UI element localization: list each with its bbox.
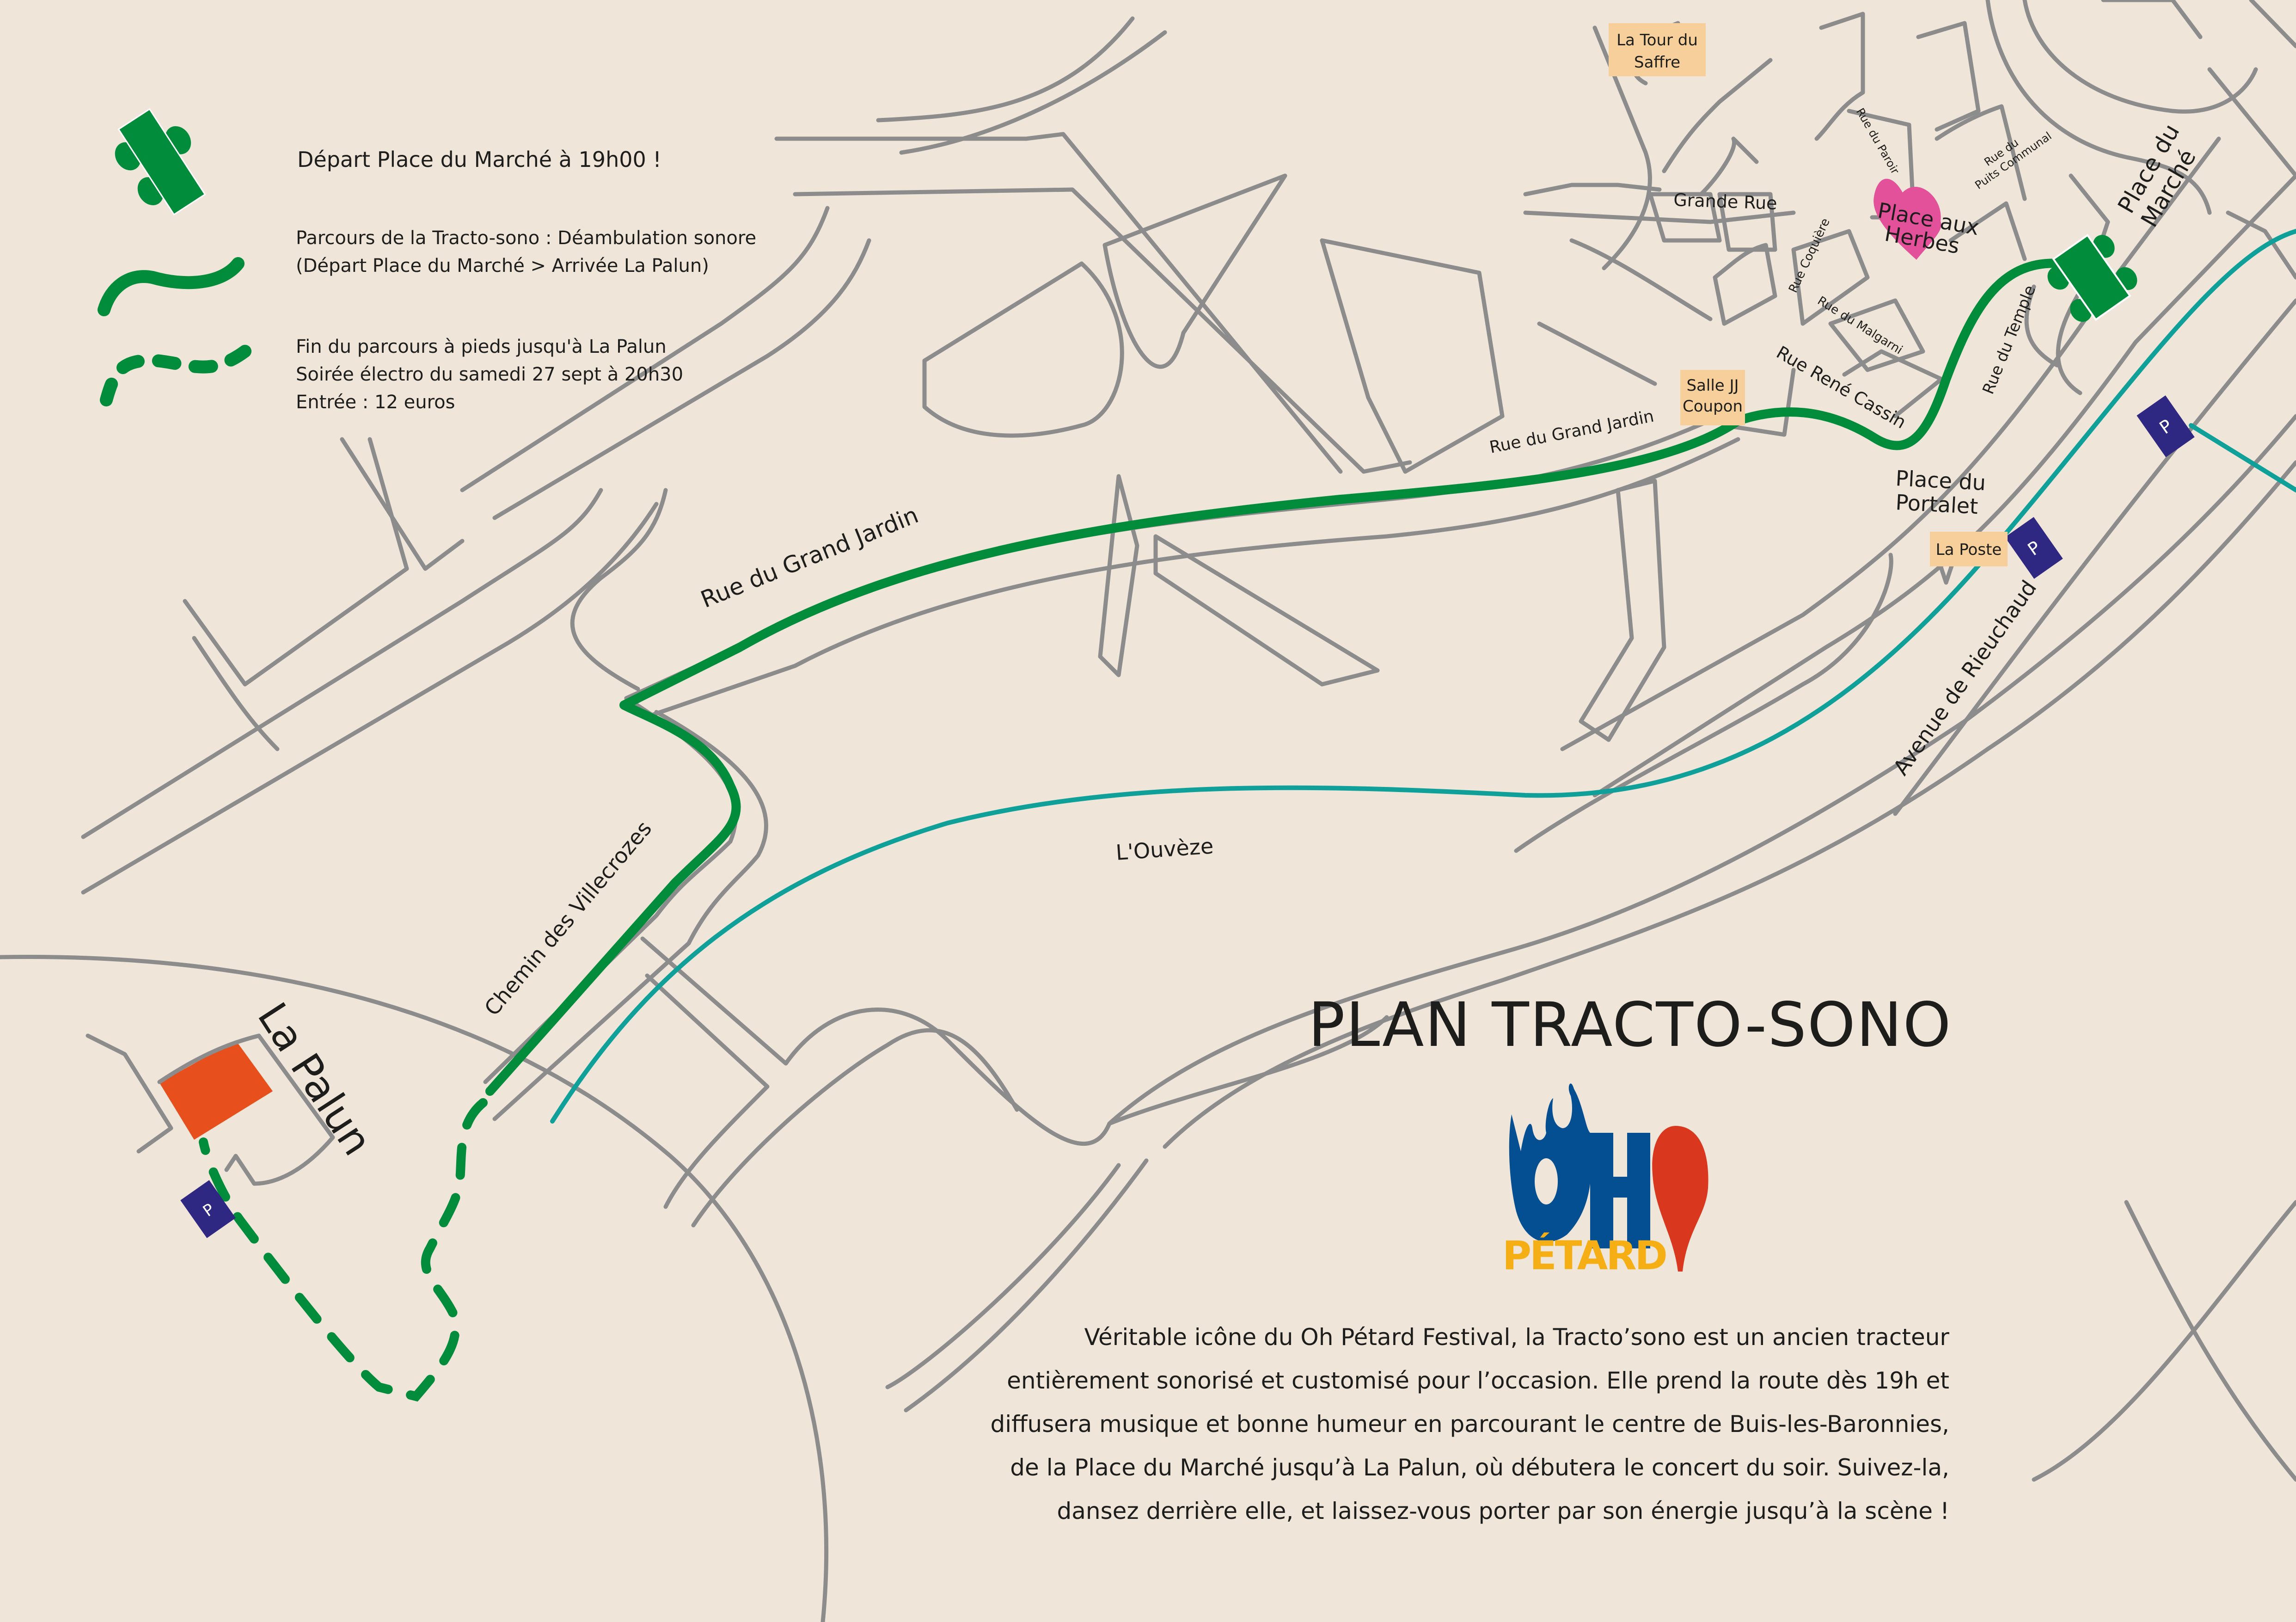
svg-text:Coupon: Coupon [1683, 397, 1743, 416]
legend-walk-line-2: Soirée électro du samedi 27 sept à 20h30 [296, 364, 684, 385]
description-line: diffusera musique et bonne humeur en par… [990, 1411, 1949, 1438]
parking-marker-portalet: P [2005, 517, 2063, 579]
place-label-portalet-2: Portalet [1895, 490, 1978, 519]
legend-start-text: Départ Place du Marché à 19h00 ! [297, 147, 661, 172]
landmark-tour-du-saffre: La Tour du Saffre [1609, 23, 1706, 76]
landmark-la-poste: La Poste [1930, 532, 2008, 566]
landmark-salle-jj-coupon: Salle JJ Coupon [1680, 370, 1745, 425]
exclamation-icon [1652, 1126, 1708, 1272]
street-label-grand-jardin-west: Rue du Grand Jardin [697, 501, 922, 613]
svg-text:La Tour du: La Tour du [1616, 31, 1698, 49]
street-label-villecrozes: Chemin des Villecrozes [479, 816, 656, 1020]
street-label-grande-rue: Grande Rue [1673, 190, 1778, 214]
description-line: de la Place du Marché jusqu’à La Palun, … [1010, 1454, 1949, 1481]
description-line: dansez derrière elle, et laissez-vous po… [1057, 1498, 1949, 1524]
river-label-ouveze: L'Ouvèze [1115, 833, 1214, 865]
svg-text:Salle JJ: Salle JJ [1686, 376, 1739, 395]
dashed-route-line-icon [100, 339, 258, 406]
tracto-sono-route [485, 258, 2066, 1096]
description-line: entièrement sonorisé et customisé pour l… [1007, 1367, 1949, 1394]
tractor-icon [115, 108, 206, 216]
heart-icon [1874, 178, 1941, 260]
legend-route-line-1: Parcours de la Tracto-sono : Déambulatio… [296, 227, 757, 249]
parking-marker-rieuchaud: P [2137, 395, 2195, 457]
legend-route-line-2: (Départ Place du Marché > Arrivée La Pal… [296, 255, 709, 276]
svg-text:La Poste: La Poste [1936, 541, 2002, 559]
page-title: PLAN TRACTO-SONO [1308, 989, 1952, 1061]
logo-petard-text: PÉTARD [1502, 1232, 1666, 1272]
legend-walk-line-1: Fin du parcours à pieds jusqu'à La Palun [296, 336, 667, 357]
svg-text:Saffre: Saffre [1634, 53, 1680, 72]
legend: Départ Place du Marché à 19h00 ! Parcour… [0, 0, 786, 439]
solid-route-line-icon [98, 257, 245, 316]
description-line: Véritable icône du Oh Pétard Festival, l… [1084, 1324, 1949, 1351]
river-ouveze [550, 229, 2296, 1124]
legend-walk-line-3: Entrée : 12 euros [296, 392, 455, 413]
parking-marker-palun: P [180, 1180, 236, 1238]
tractor-icon-map [2047, 233, 2137, 322]
place-label-la-palun: La Palun [248, 994, 381, 1163]
walking-route [199, 1098, 488, 1402]
la-palun-venue [159, 1040, 273, 1140]
place-label-portalet-1: Place du [1895, 466, 1986, 495]
description-paragraph: Véritable icône du Oh Pétard Festival, l… [886, 1315, 1949, 1533]
oh-petard-logo: PÉTARD [1502, 1083, 1708, 1272]
